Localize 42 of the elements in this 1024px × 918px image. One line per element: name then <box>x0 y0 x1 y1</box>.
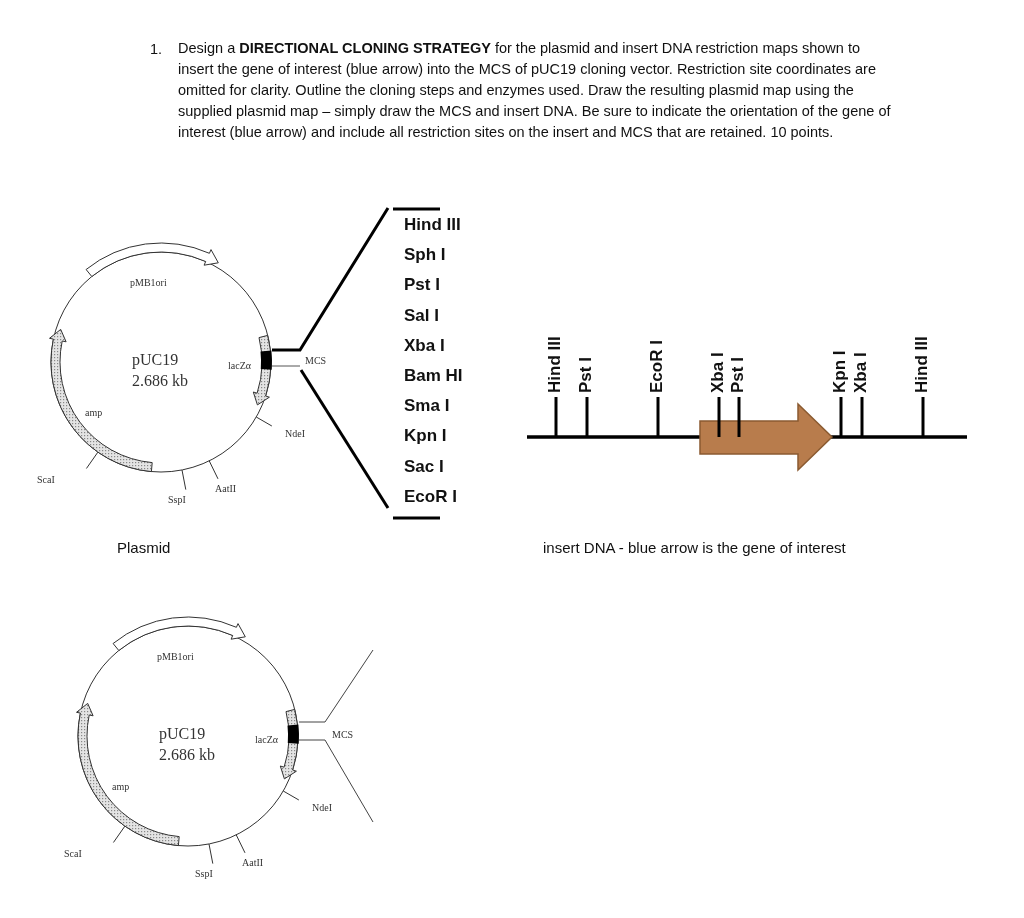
feature-label: amp <box>112 782 130 792</box>
feature-label: ScaI <box>64 849 82 859</box>
feature-label: pMB1ori <box>157 652 194 662</box>
restriction-site-label: Kpn I <box>831 350 848 393</box>
restriction-site-label: Hind III <box>404 216 461 233</box>
restriction-site-label: Xba I <box>852 352 869 393</box>
feature-label: SspI <box>168 495 186 505</box>
restriction-site-label: Kpn I <box>404 427 447 445</box>
restriction-site-label: Pst I <box>577 357 594 393</box>
feature-label: NdeI <box>312 803 332 813</box>
feature-label: AatII <box>215 484 237 494</box>
restriction-site-label: Pst I <box>404 276 440 294</box>
feature-label: pMB1ori <box>130 278 167 288</box>
restriction-site-label: EcoR I <box>648 340 665 393</box>
plasmid-name: pUC19 <box>159 726 206 742</box>
restriction-site-label: Hind III <box>546 336 563 393</box>
feature-label: MCS <box>305 356 327 366</box>
feature-label: lacZα <box>255 735 278 745</box>
restriction-site-label: Sph I <box>404 246 446 264</box>
feature-label: amp <box>85 408 103 418</box>
feature-label: SspI <box>195 869 213 879</box>
restriction-site-label: Pst I <box>729 357 746 393</box>
feature-label: lacZα <box>228 361 251 371</box>
plasmid-name: 2.686 kb <box>159 747 215 763</box>
feature-label: MCS <box>332 730 354 740</box>
caption: Plasmid <box>117 540 171 555</box>
feature-label: ScaI <box>37 475 55 485</box>
caption: insert DNA - blue arrow is the gene of interest <box>543 540 846 555</box>
feature-label: NdeI <box>285 429 305 439</box>
question-text: Design a DIRECTIONAL CLONING STRATEGY for the plasmid and insert DNA restriction maps shown to insert the gene of interest (blue arrow) into the MCS of pUC19 cloning vector. Restriction site coordinates are omitted for clarity. Outline the cloning steps and enzymes used. Draw the resulting plasmid map using the supplied plasmid map – simply draw the MCS and insert DNA. Be sure to indicate the orientation of the gene of interest (blue arrow) and include all restriction sites on the insert and MCS that are retained. 10 points. <box>178 39 892 142</box>
restriction-site-label: Xba I <box>709 352 726 393</box>
question-number: 1. <box>150 42 163 57</box>
restriction-site-label: Xba I <box>404 336 445 354</box>
restriction-site-label: Sal I <box>404 306 439 324</box>
feature-label: AatII <box>242 858 264 868</box>
restriction-site-label: Bam HI <box>404 367 463 384</box>
plasmid-name: pUC19 <box>132 352 179 368</box>
restriction-site-label: Sac I <box>404 457 444 475</box>
restriction-site-label: EcoR I <box>404 487 457 505</box>
plasmid-name: 2.686 kb <box>132 373 188 389</box>
restriction-site-label: Hind III <box>913 336 930 393</box>
restriction-site-label: Sma I <box>404 397 450 415</box>
